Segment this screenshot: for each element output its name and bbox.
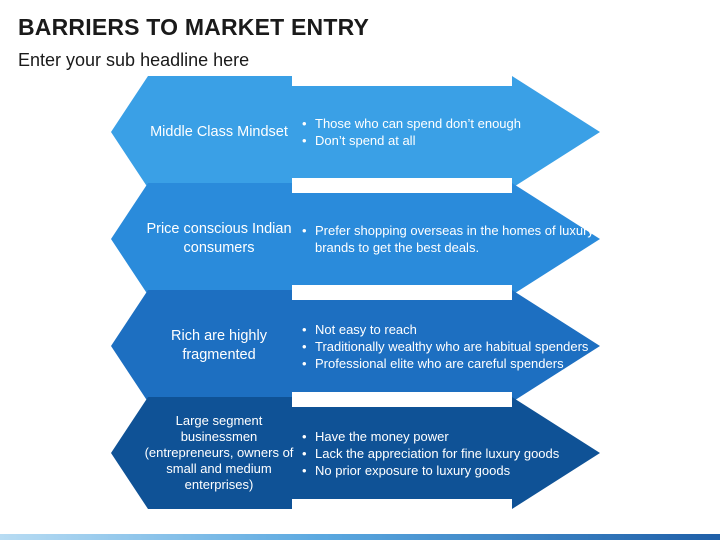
footer-gradient-bar (0, 534, 720, 540)
bullet-item: Traditionally wealthy who are habitual s… (302, 338, 602, 355)
bullet-item: Not easy to reach (302, 321, 602, 338)
barrier-row-3: Rich are highly fragmented Not easy to r… (0, 290, 720, 402)
bullet-item: No prior exposure to luxury goods (302, 462, 602, 479)
barrier-points-3: Not easy to reach Traditionally wealthy … (302, 290, 602, 402)
barrier-points-2: Prefer shopping overseas in the homes of… (302, 183, 602, 295)
barrier-row-1: Middle Class Mindset Those who can spend… (0, 76, 720, 188)
page-subtitle: Enter your sub headline here (18, 50, 250, 70)
bullet-item: Professional elite who are careful spend… (302, 355, 602, 372)
bullet-item: Lack the appreciation for fine luxury go… (302, 445, 602, 462)
bullet-item: Don’t spend at all (302, 132, 602, 149)
barrier-row-4: Large segment businessmen (entrepreneurs… (0, 397, 720, 509)
barrier-label-1: Middle Class Mindset (150, 123, 288, 140)
barrier-label-2: Price conscious Indian consumers (146, 221, 292, 256)
page-title: BARRIERS TO MARKET ENTRY (18, 14, 370, 40)
bullet-item: Prefer shopping overseas in the homes of… (302, 222, 602, 256)
barrier-label-3: Rich are highly fragmented (171, 328, 267, 363)
barrier-row-2: Price conscious Indian consumers Prefer … (0, 183, 720, 295)
bullet-item: Those who can spend don’t enough (302, 115, 602, 132)
barrier-label-4: Large segment businessmen (entrepreneurs… (144, 413, 294, 492)
barrier-points-4: Have the money power Lack the appreciati… (302, 397, 602, 509)
barrier-points-1: Those who can spend don’t enough Don’t s… (302, 76, 602, 188)
bullet-item: Have the money power (302, 428, 602, 445)
